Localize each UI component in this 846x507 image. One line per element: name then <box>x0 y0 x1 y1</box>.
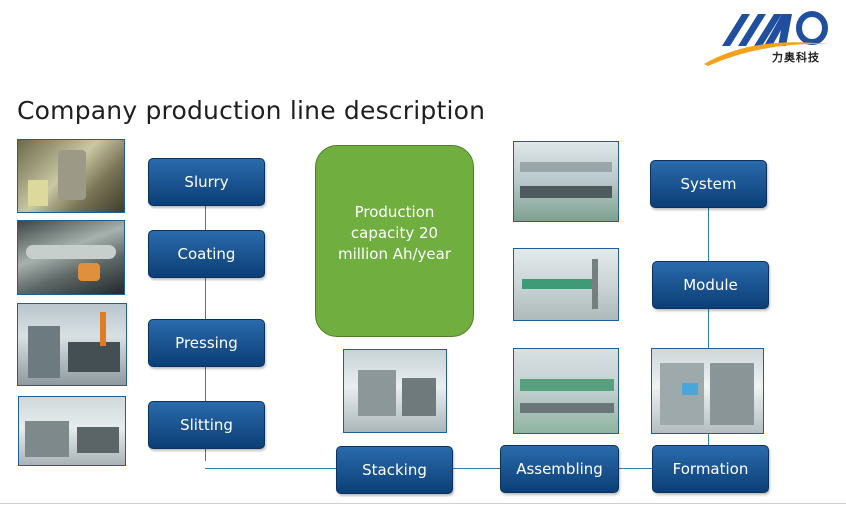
page-title: Company production line description <box>17 96 486 125</box>
step-slurry: Slurry <box>148 158 265 206</box>
step-slitting: Slitting <box>148 401 265 449</box>
pressing-machine-photo <box>17 303 127 386</box>
assembly-line-photo-3 <box>513 348 619 434</box>
logo-chinese-text: 力奥科技 <box>772 51 820 64</box>
footer-divider <box>0 503 846 504</box>
production-capacity-box: Production capacity 20 million Ah/year <box>315 145 474 337</box>
step-coating: Coating <box>148 230 265 278</box>
connector-line <box>205 468 355 469</box>
step-assembling: Assembling <box>500 445 619 493</box>
step-stacking: Stacking <box>336 446 453 494</box>
slurry-mixer-photo <box>17 139 125 213</box>
formation-equipment-photo <box>651 348 764 434</box>
coating-machine-photo <box>17 220 125 295</box>
assembly-line-photo-2 <box>513 248 619 321</box>
step-formation: Formation <box>652 445 769 493</box>
company-logo <box>702 6 830 68</box>
assembly-line-photo-1 <box>513 141 619 222</box>
step-pressing: Pressing <box>148 319 265 367</box>
step-system: System <box>650 160 767 208</box>
step-module: Module <box>652 261 769 309</box>
stacking-machine-photo <box>343 349 447 433</box>
connector-line <box>708 207 709 455</box>
slitting-machine-photo <box>18 396 126 466</box>
